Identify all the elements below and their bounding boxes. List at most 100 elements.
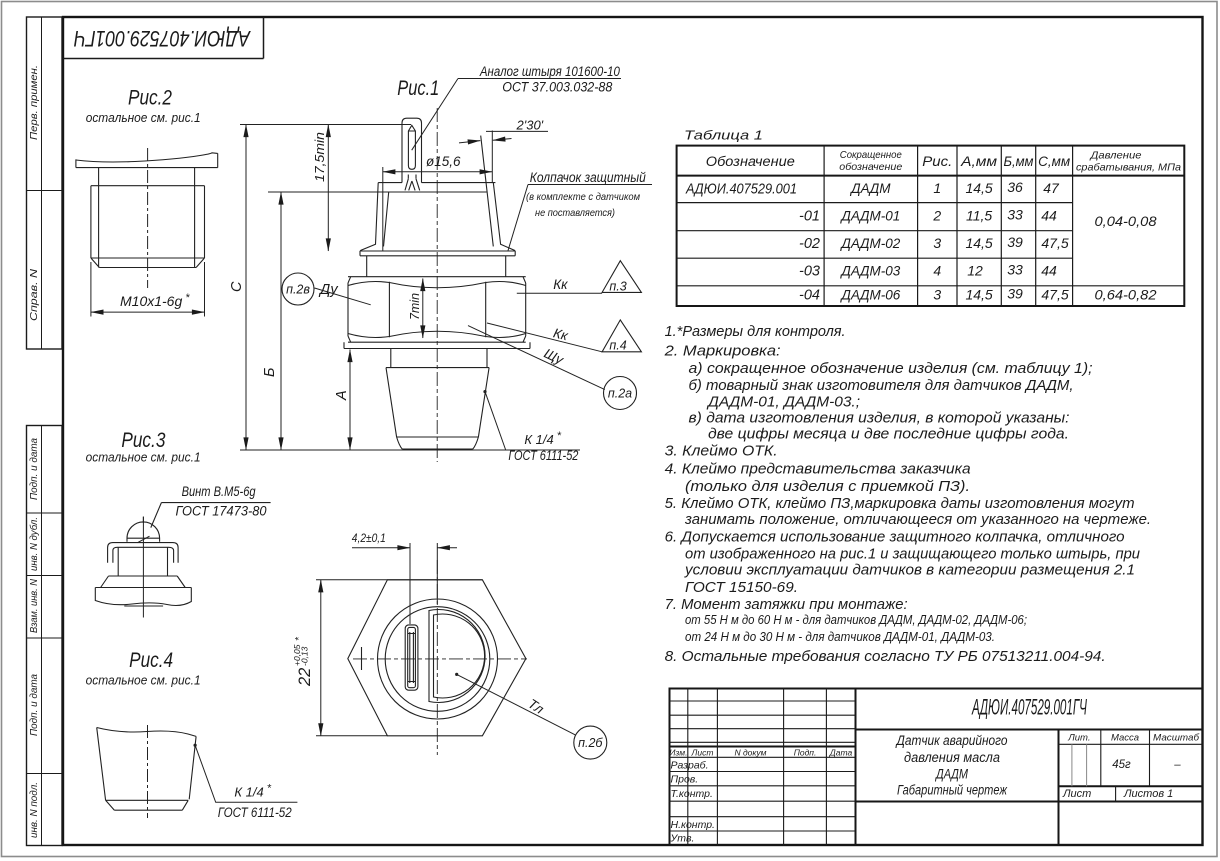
svg-text:Лит.: Лит. (1067, 733, 1090, 744)
svg-text:Масштаб: Масштаб (1153, 733, 1200, 744)
svg-text:-03: -03 (799, 264, 820, 280)
svg-text:Винт В.М5-6g: Винт В.М5-6g (182, 484, 256, 499)
svg-text:4. Клеймо представительства за: 4. Клеймо представительства заказчика (665, 461, 971, 478)
svg-text:8. Остальные требования соглас: 8. Остальные требования согласно ТУ РБ 0… (665, 648, 1106, 665)
svg-text:*: * (294, 636, 305, 641)
svg-text:7. Момент затяжки при монтаже:: 7. Момент затяжки при монтаже: (665, 596, 908, 613)
svg-text:две цифры месяца и две послед: две цифры месяца и две последние цифры г… (708, 425, 1069, 442)
svg-text:инв. N подл.: инв. N подл. (28, 782, 40, 838)
svg-text:Лист: Лист (691, 748, 714, 758)
svg-text:Б,мм: Б,мм (1004, 154, 1034, 169)
svg-text:33: 33 (1007, 207, 1023, 223)
svg-text:п.3: п.3 (609, 280, 626, 294)
svg-text:в) дата изготовления изделия,: в) дата изготовления изделия, в которой … (689, 409, 1070, 426)
svg-text:33: 33 (1007, 262, 1023, 278)
svg-text:Подп.: Подп. (794, 748, 817, 758)
svg-text:Подп. и дата: Подп. и дата (28, 674, 40, 736)
svg-text:Подп. и дата: Подп. и дата (28, 438, 40, 500)
svg-text:ДАДМ-01, ДАДМ-03.;: ДАДМ-01, ДАДМ-03.; (706, 393, 860, 410)
svg-text:не поставляется): не поставляется) (535, 207, 615, 219)
svg-text:14,5: 14,5 (965, 287, 992, 303)
svg-text:ГОСТ 17473-80: ГОСТ 17473-80 (176, 504, 267, 519)
svg-text:Рис.: Рис. (922, 154, 952, 169)
svg-text:–: – (1173, 759, 1181, 771)
svg-text:1: 1 (933, 180, 941, 196)
svg-text:ДАДМ-06: ДАДМ-06 (839, 288, 900, 303)
svg-text:(только для изделия с приемкой: (только для изделия с приемкой ПЗ). (685, 478, 970, 495)
svg-text:ДАДМ: ДАДМ (934, 767, 968, 782)
svg-text:б) товарный знак изготовителя: б) товарный знак изготовителя для датчик… (689, 377, 1074, 394)
svg-text:Сокращенное: Сокращенное (840, 149, 902, 161)
svg-text:АДЮИ.407529.001ГЧ: АДЮИ.407529.001ГЧ (971, 695, 1087, 720)
svg-text:Т.контр.: Т.контр. (671, 788, 713, 800)
svg-text:А: А (334, 390, 350, 401)
svg-text:3: 3 (933, 287, 941, 303)
svg-text:Изм.: Изм. (669, 748, 687, 758)
svg-text:ø15,6: ø15,6 (426, 154, 461, 169)
svg-text:-02: -02 (799, 236, 820, 252)
svg-text:Давление: Давление (1089, 150, 1141, 162)
svg-text:3: 3 (933, 235, 941, 251)
svg-text:К 1/4*: К 1/4* (234, 783, 271, 800)
svg-text:7min: 7min (408, 293, 422, 320)
svg-text:36: 36 (1007, 179, 1023, 195)
svg-text:Датчик аварийного: Датчик аварийного (895, 733, 1008, 748)
svg-text:-04: -04 (799, 288, 820, 304)
svg-text:ДАДМ-02: ДАДМ-02 (839, 236, 900, 251)
svg-text:А,мм: А,мм (960, 154, 997, 169)
svg-text:п.2а: п.2а (608, 387, 632, 401)
svg-text:0,04-0,08: 0,04-0,08 (1095, 213, 1157, 229)
svg-text:Ду: Ду (318, 282, 338, 298)
svg-text:ДАДМ-03: ДАДМ-03 (839, 264, 900, 279)
svg-text:от изображенного на рис.1 и за: от изображенного на рис.1 и защищающего … (685, 546, 1141, 563)
svg-text:Разраб.: Разраб. (671, 760, 709, 772)
svg-text:44: 44 (1041, 208, 1057, 224)
svg-text:Щу: Щу (542, 346, 567, 368)
svg-text:Кк: Кк (553, 277, 568, 292)
svg-text:4: 4 (933, 263, 941, 279)
svg-text:АДЮИ.407529.001ГЧ: АДЮИ.407529.001ГЧ (74, 26, 252, 51)
svg-text:ГОСТ 6111-52: ГОСТ 6111-52 (508, 448, 578, 463)
svg-text:(в комплекте с датчиком: (в комплекте с датчиком (526, 191, 640, 203)
svg-text:инв. N дубл.: инв. N дубл. (28, 517, 40, 571)
svg-text:-0,13: -0,13 (300, 646, 310, 666)
svg-text:К 1/4*: К 1/4* (524, 430, 561, 447)
svg-text:обозначение: обозначение (839, 161, 902, 173)
svg-text:остальное см. рис.1: остальное см. рис.1 (86, 673, 201, 688)
svg-text:Перв. примен.: Перв. примен. (28, 65, 40, 140)
svg-text:Габаритный чертеж: Габаритный чертеж (897, 783, 1008, 798)
svg-text:14,5: 14,5 (965, 235, 992, 251)
svg-text:от 24 Н м до 30 Н м - для датч: от 24 Н м до 30 Н м - для датчиков ДАДМ-… (685, 629, 995, 644)
svg-text:14,5: 14,5 (965, 180, 992, 196)
svg-text:2'30': 2'30' (516, 118, 544, 133)
svg-text:Кк: Кк (552, 325, 570, 343)
svg-text:Колпачок защитный: Колпачок защитный (530, 170, 646, 185)
svg-text:Б: Б (262, 368, 278, 377)
svg-text:п.4: п.4 (609, 339, 626, 353)
svg-text:Утв.: Утв. (670, 833, 695, 845)
svg-text:Лист: Лист (1062, 788, 1091, 800)
svg-text:Обозначение: Обозначение (706, 154, 795, 169)
svg-text:Дата: Дата (829, 748, 853, 758)
svg-text:давления масла: давления масла (904, 750, 1000, 765)
svg-text:ГОСТ 15150-69.: ГОСТ 15150-69. (685, 579, 798, 596)
svg-text:2: 2 (932, 208, 941, 224)
svg-text:Рис.1: Рис.1 (397, 77, 439, 100)
svg-text:остальное см. рис.1: остальное см. рис.1 (86, 450, 201, 465)
svg-text:С: С (229, 281, 245, 292)
svg-text:+0,05: +0,05 (292, 644, 302, 666)
svg-text:ОСТ 37.003.032-88: ОСТ 37.003.032-88 (502, 80, 612, 95)
svg-text:-01: -01 (799, 209, 820, 225)
svg-text:Масса: Масса (1111, 733, 1139, 744)
svg-text:3. Клеймо ОТК.: 3. Клеймо ОТК. (665, 442, 778, 459)
svg-text:N докум: N докум (734, 748, 766, 758)
svg-text:5. Клеймо ОТК, клеймо ПЗ,марки: 5. Клеймо ОТК, клеймо ПЗ,маркировка даты… (665, 495, 1135, 512)
svg-text:С,мм: С,мм (1038, 154, 1070, 169)
svg-text:44: 44 (1041, 263, 1057, 279)
svg-text:п.2в: п.2в (286, 283, 310, 297)
svg-text:17,5min: 17,5min (312, 132, 327, 182)
svg-text:Справ. N: Справ. N (28, 269, 40, 321)
svg-text:а) сокращенное обозначение изд: а) сокращенное обозначение изделия (см. … (689, 360, 1093, 377)
svg-text:от 55 Н м до 60 Н м - для датч: от 55 Н м до 60 Н м - для датчиков ДАДМ,… (685, 612, 1027, 627)
svg-text:47,5: 47,5 (1041, 235, 1068, 251)
